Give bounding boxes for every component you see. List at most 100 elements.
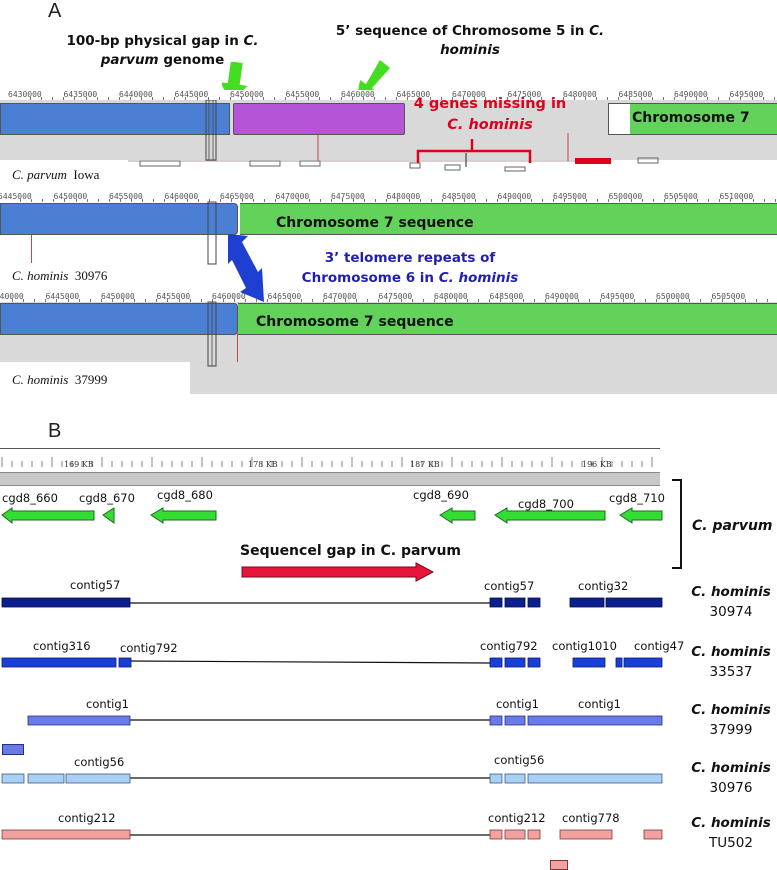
ruler-tick bbox=[597, 199, 598, 202]
gene-arrows bbox=[1, 507, 663, 525]
gene-label-680: cgd8_680 bbox=[157, 488, 213, 502]
contig-label: contig212 bbox=[488, 811, 546, 825]
ruler-tick bbox=[544, 299, 546, 302]
blue-double-arrow-icon bbox=[228, 234, 264, 302]
ruler-tick bbox=[123, 299, 124, 302]
ruler-tick bbox=[673, 97, 675, 100]
ruler-tick bbox=[108, 199, 110, 202]
ruler-tick bbox=[752, 199, 754, 202]
ruler-tick bbox=[285, 97, 286, 100]
ruler-tick bbox=[185, 97, 186, 100]
ruler-tick bbox=[175, 199, 176, 202]
ruler-tick bbox=[385, 97, 386, 100]
ruler-tick bbox=[319, 199, 321, 202]
gene-label-670: cgd8_670 bbox=[79, 491, 135, 505]
ruler-tick bbox=[611, 299, 612, 302]
ruler-tick-label: 6480000 bbox=[434, 292, 468, 301]
ruler-tick bbox=[356, 299, 357, 302]
ruler-tick bbox=[107, 97, 109, 100]
ruler-tick bbox=[174, 97, 175, 100]
ruler-tick bbox=[389, 299, 390, 302]
ruler-tick bbox=[540, 97, 542, 100]
ruler-tick bbox=[329, 97, 331, 100]
ruler-tick bbox=[207, 97, 209, 100]
ruler-tick bbox=[196, 97, 198, 100]
ruler-tick bbox=[763, 199, 765, 202]
ruler-tick-label: 6485000 bbox=[442, 192, 476, 201]
contig-label: contig56 bbox=[74, 755, 125, 769]
ruler-tick bbox=[52, 97, 53, 100]
contig-label: contig56 bbox=[494, 753, 545, 767]
ruler-tick bbox=[408, 199, 410, 202]
ruler-tick bbox=[666, 299, 668, 302]
ruler-tick-label: 6435000 bbox=[63, 90, 98, 99]
ruler-tick bbox=[430, 199, 432, 202]
ruler-tick bbox=[275, 199, 276, 202]
ruler-tick bbox=[85, 97, 87, 100]
ruler-tick-label: 6450000 bbox=[230, 90, 264, 99]
gene-label-700: cgd8_700 bbox=[518, 497, 574, 511]
ruler-tick-label: 6475000 bbox=[507, 90, 542, 99]
ruler-tick bbox=[167, 299, 168, 302]
ruler-tick-label: 6445000 bbox=[45, 292, 80, 301]
ruler-tick-label: 6440000 bbox=[119, 90, 153, 99]
ruler-tick bbox=[462, 97, 464, 100]
ruler-tick bbox=[152, 97, 153, 100]
ruler-tick bbox=[131, 199, 132, 202]
panel-a-letter: A bbox=[48, 0, 62, 22]
ruler-tick bbox=[200, 299, 202, 302]
ruler-tick bbox=[575, 199, 576, 202]
ruler-tick bbox=[64, 199, 65, 202]
ruler-tick bbox=[345, 299, 346, 302]
ruler-tick bbox=[242, 199, 243, 202]
ruler-tick bbox=[586, 199, 587, 202]
ruler-tick bbox=[755, 299, 757, 302]
gene-arrow-670 bbox=[102, 507, 115, 524]
ruler-tick bbox=[629, 97, 630, 100]
ruler-tick bbox=[253, 199, 254, 202]
ruler-tick bbox=[263, 97, 264, 100]
ruler-tick bbox=[245, 299, 246, 302]
track1-white-block bbox=[608, 103, 632, 135]
ruler-tick-label: 6450000 bbox=[101, 292, 135, 301]
contig-row-30974 bbox=[1, 597, 663, 608]
ruler-tick bbox=[219, 199, 221, 202]
ruler-tick bbox=[478, 299, 479, 302]
contig-label: contig212 bbox=[58, 811, 116, 825]
ruler-tick bbox=[411, 299, 413, 302]
ruler-tick bbox=[53, 199, 54, 202]
ruler-tick bbox=[89, 299, 91, 302]
ruler-tick bbox=[234, 299, 235, 302]
ruler-tick bbox=[34, 299, 35, 302]
ruler-tick bbox=[529, 97, 531, 100]
ruler-tick-label: 6460000 bbox=[164, 192, 199, 201]
ruler-tick bbox=[744, 299, 746, 302]
ruler-tick bbox=[264, 199, 265, 202]
ruler-tick-label: 6455000 bbox=[109, 192, 143, 201]
ruler-tick bbox=[256, 299, 257, 302]
ruler-tick-label: 6450000 bbox=[53, 192, 88, 201]
scale-label-178: 178 KB bbox=[248, 460, 278, 469]
ruler-tick bbox=[555, 299, 557, 302]
ruler-tick bbox=[429, 97, 431, 100]
gene-label-710: cgd8_710 bbox=[609, 491, 665, 505]
scale-label-169: 169 KB bbox=[64, 460, 94, 469]
ruler-tick-label: 6500000 bbox=[656, 292, 690, 301]
ruler-tick bbox=[418, 97, 420, 100]
ruler-tick bbox=[252, 97, 253, 100]
contig-label: contig316 bbox=[33, 639, 91, 653]
ruler-tick bbox=[341, 199, 343, 202]
small-contig-box bbox=[2, 744, 24, 755]
ruler-tick bbox=[655, 299, 657, 302]
ruler-tick bbox=[663, 199, 665, 202]
ruler-tick bbox=[364, 199, 365, 202]
ruler-tick bbox=[307, 97, 309, 100]
contig-label: contig792 bbox=[120, 641, 178, 655]
contig-row-tu502 bbox=[1, 829, 663, 840]
ruler-tick bbox=[618, 97, 619, 100]
ruler-tick-label: 6495000 bbox=[600, 292, 635, 301]
ruler-tick bbox=[119, 199, 121, 202]
ruler-tick bbox=[145, 299, 146, 302]
